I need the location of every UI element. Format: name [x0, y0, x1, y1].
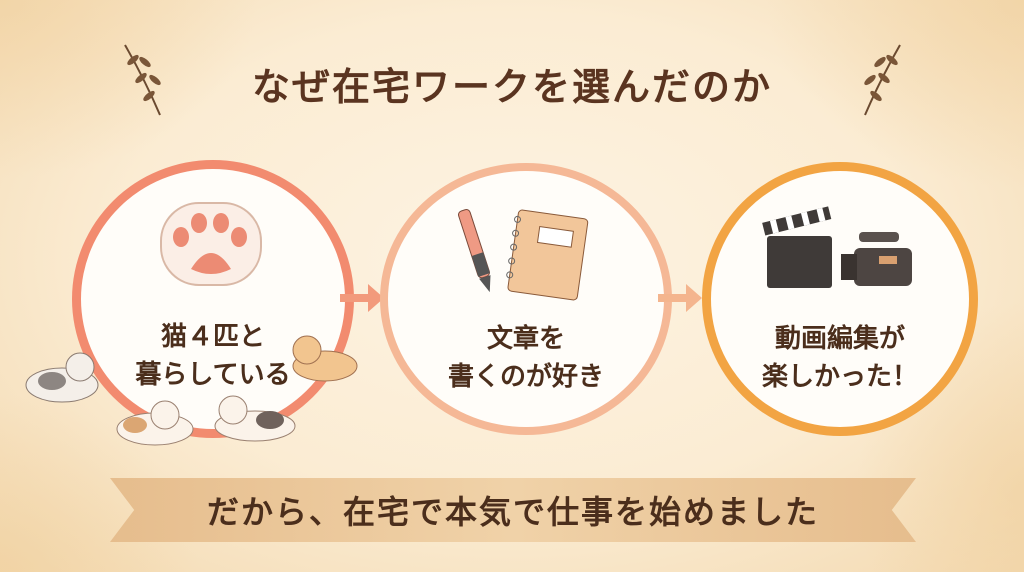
reason-writing: 文章を書くのが好き	[380, 163, 672, 435]
cat-illustration	[25, 352, 99, 403]
watercolor-wash	[0, 0, 260, 180]
clapper-camera-icon	[762, 206, 912, 288]
reason-line1: 動画編集が	[774, 324, 905, 354]
leaf-sprig-icon	[124, 44, 161, 116]
cat-illustration	[214, 395, 296, 442]
pen-notebook-icon	[458, 209, 589, 301]
cat-illustration	[116, 400, 194, 446]
reason-line1: 猫４匹と	[160, 322, 265, 352]
reason-line2: 楽しかった！	[761, 361, 918, 392]
reason-line1: 文章を	[486, 324, 565, 354]
reason-line2: 暮らしている	[135, 359, 291, 390]
reason-cats: 猫４匹と暮らしている	[72, 160, 354, 438]
watercolor-wash	[764, 0, 1024, 190]
cat-illustration	[292, 335, 358, 382]
reason-line2: 書くのが好き	[447, 361, 604, 392]
arrow-right-icon	[658, 284, 702, 312]
conclusion-banner: だから、在宅で本気で仕事を始めました	[110, 478, 916, 542]
conclusion-text: だから、在宅で本気で仕事を始めました	[206, 493, 819, 531]
paw-icon	[160, 202, 262, 286]
page-title: なぜ在宅ワークを選んだのか	[251, 65, 772, 109]
reason-video: 動画編集が楽しかった！	[702, 162, 978, 436]
arrow-right-icon	[340, 284, 384, 312]
leaf-sprig-icon	[864, 44, 901, 116]
